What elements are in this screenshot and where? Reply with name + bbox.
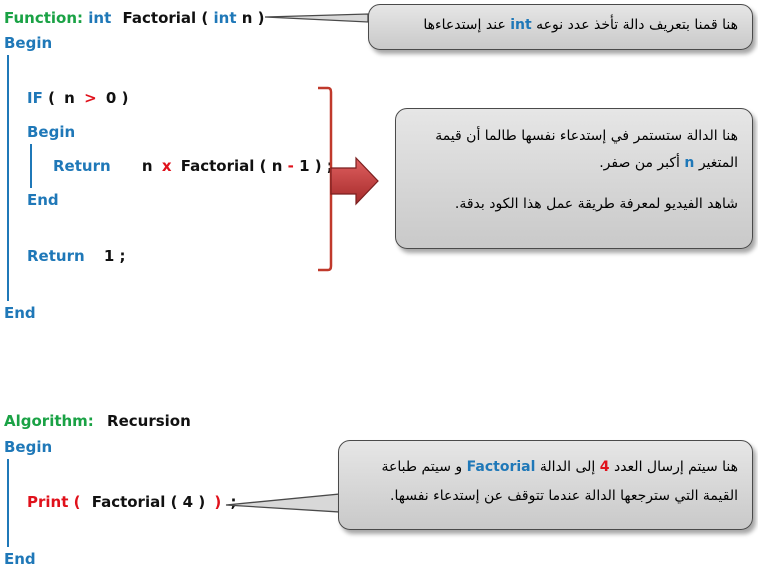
return-keyword: Return [53,157,111,175]
return-type: int [88,9,112,27]
top-callout-pointer [264,13,369,23]
open-paren: ( [201,9,209,27]
return2-keyword: Return [27,247,85,265]
close-paren: ) [257,9,265,27]
callout-bottom: هنا سيتم إرسال العدد 4 إلى الدالة Factor… [338,440,753,530]
print-call: Factorial ( 4 ) [91,493,206,511]
function-name: Factorial [122,9,197,27]
algorithm-end: End [4,550,36,568]
print-semicolon: ; [230,493,237,511]
function-keyword: Function: [4,9,84,27]
callout-bottom-line1: هنا سيتم إرسال العدد 4 إلى الدالة Factor… [353,453,738,482]
print-keyword: Print ( [27,493,81,511]
callout-bottom-keyword: Factorial [466,459,536,475]
return-n: n [141,157,153,175]
red-arrow-icon [330,156,379,206]
algorithm-header: Algorithm: Recursion [4,412,191,430]
return2-value: 1 ; [103,247,126,265]
inner-begin: Begin [27,123,76,141]
callout-middle-line3: شاهد الفيديو لمعرفة طريقة عمل هذا الكود … [454,196,738,212]
recursive-return-line: Return n x Factorial ( n - 1 ) ; [53,157,333,175]
function-end: End [4,304,36,322]
base-case-return: Return 1 ; [27,247,126,265]
inner-end: End [27,191,59,209]
function-signature: Function: int Factorial ( int n ) [4,9,265,27]
if-statement: IF ( n > 0 ) [27,89,128,107]
if-variable: n [64,89,75,107]
function-begin: Begin [4,34,53,52]
callout-middle: هنا الدالة ستستمر في إستدعاء نفسها طالما… [395,108,753,249]
algorithm-keyword: Algorithm: [4,412,94,430]
callout-top-keyword: int [510,17,532,33]
param-type: int [213,9,237,27]
print-close-paren: ) [214,493,222,511]
recursive-call: Factorial ( n [180,157,283,175]
if-operator: > [84,89,97,107]
algorithm-name: Recursion [107,412,191,430]
callout-middle-line2: المتغير n أكبر من صفر. [410,150,738,177]
param-name: n [241,9,253,27]
callout-top-text-after: عند إستدعاءها [423,17,506,33]
if-keyword: IF [27,89,43,107]
callout-bottom-line2: القيمة التي سترجعها الدالة عندما تتوقف ع… [390,488,738,504]
callout-middle-keyword: n [684,155,695,171]
algorithm-body-bar [7,459,9,547]
callout-bottom-number: 4 [599,459,610,475]
callout-middle-line1: هنا الدالة ستستمر في إستدعاء نفسها طالما… [435,128,738,144]
multiply-operator: x [161,157,172,175]
minus-operator: - [287,157,294,175]
print-statement: Print ( Factorial ( 4 ) ) ; [27,493,237,511]
bottom-callout-pointer [225,493,341,513]
callout-middle-line2-before: المتغير [698,155,738,171]
callout-bottom-line1-a: هنا سيتم إرسال العدد [613,459,738,475]
right-bracket [318,86,333,272]
inner-body-bar [30,144,32,188]
callout-top-text-before: هنا قمنا بتعريف دالة تأخذ عدد نوعه [536,17,738,33]
if-value: 0 [105,89,117,107]
callout-bottom-line1-c: و سيتم طباعة [381,459,463,475]
callout-middle-line2-after: أكبر من صفر. [599,155,680,171]
function-body-bar [7,55,9,301]
algorithm-begin: Begin [4,438,53,456]
callout-top: هنا قمنا بتعريف دالة تأخذ عدد نوعه int ع… [368,4,753,50]
if-close-paren: ) [121,89,129,107]
recursive-call-rest: 1 ) ; [299,157,333,175]
if-open-paren: ( [48,89,55,107]
callout-bottom-line1-b: إلى الدالة [539,459,596,475]
